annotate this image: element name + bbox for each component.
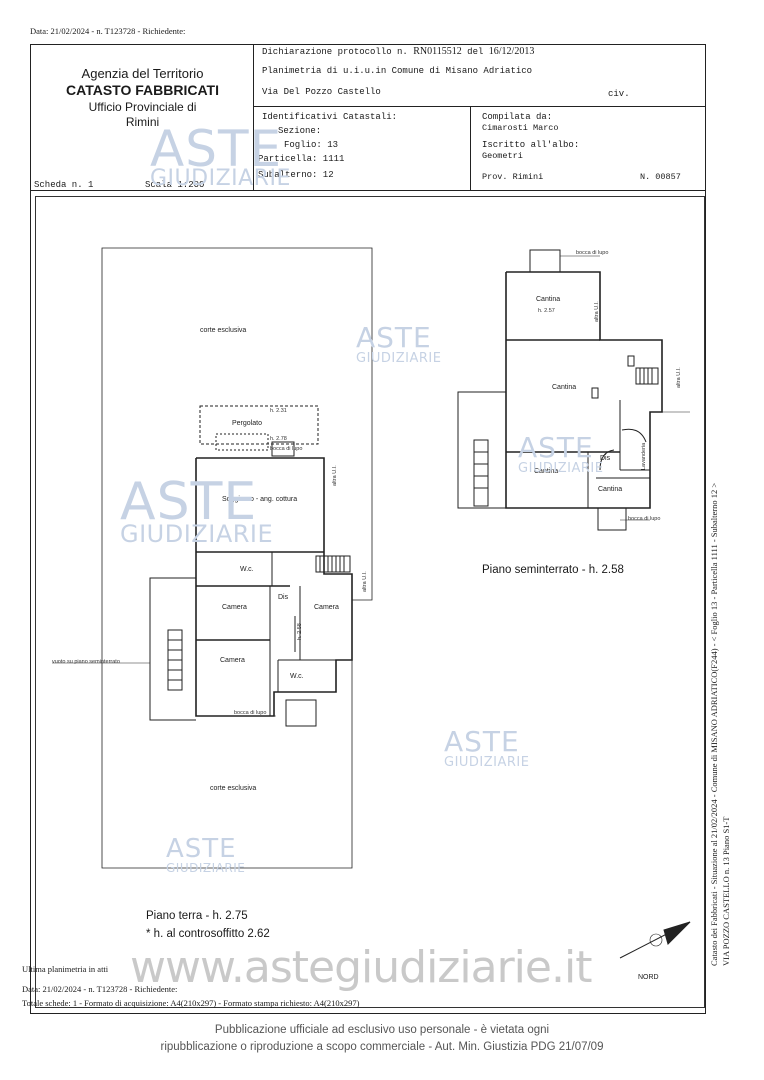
- bocca-lupo-bottom: bocca di lupo: [234, 710, 267, 716]
- vuoto-label: vuoto su piano seminterrato: [52, 659, 120, 665]
- particella-value: Particella: 1111: [258, 154, 345, 164]
- subalterno-value: Subalterno: 12: [258, 170, 334, 180]
- basement-altra-ui-1: altra U.I.: [594, 301, 600, 322]
- header-row-divider: [253, 106, 706, 107]
- ground-floor-note: * h. al controsoffitto 2.62: [146, 928, 270, 940]
- nord-label: NORD: [638, 974, 659, 981]
- footer-totale: Totale schede: 1 - Formato di acquisizio…: [22, 998, 360, 1008]
- drawing-frame: [35, 196, 705, 1008]
- footer-data-line: Data: 21/02/2024 - n. T123728 - Richiede…: [22, 984, 178, 994]
- altra-ui-1: altra U.I.: [332, 465, 338, 486]
- iscritto-label: Iscritto all'albo:: [482, 140, 580, 150]
- request-meta: Data: 21/02/2024 - n. T123728 - Richiede…: [30, 26, 186, 36]
- agency-block: Agenzia del Territorio CATASTO FABBRICAT…: [40, 66, 245, 130]
- publication-line-1: Pubblicazione ufficiale ad esclusivo uso…: [214, 1024, 550, 1036]
- watermark-logo-mid: ASTE GIUDIZIARIE: [356, 321, 442, 366]
- lavanderia-label: Lavanderia: [641, 442, 647, 470]
- publication-notice: Pubblicazione ufficiale ad esclusivo uso…: [0, 1022, 764, 1056]
- dis-label: Dis: [278, 594, 289, 601]
- agency-name: Agenzia del Territorio: [81, 66, 204, 81]
- sezione-label: Sezione:: [278, 126, 322, 136]
- cantina-right-label: Cantina: [598, 486, 623, 493]
- cantina-main-label: Cantina: [552, 384, 577, 391]
- watermark-logo-lower: ASTE GIUDIZIARIE: [444, 725, 530, 770]
- basement-title: Piano seminterrato - h. 2.58: [482, 564, 624, 576]
- soggiorno-label: Soggiorno - ang. cottura: [222, 496, 298, 503]
- pergolato-height: h. 2.31: [270, 408, 287, 414]
- ground-floor-title: Piano terra - h. 2.75: [146, 910, 248, 922]
- cantina-left-label: Cantina: [534, 468, 559, 475]
- cantina-top-height: h. 2.57: [538, 308, 555, 314]
- watermark-logo-ground: ASTE GIUDIZIARIE: [120, 472, 274, 548]
- wc-2-label: W.c.: [290, 673, 304, 680]
- registration-number: N. 00857: [640, 172, 681, 182]
- compilata-label: Compilata da:: [482, 112, 553, 122]
- agency-city: Rimini: [125, 114, 160, 129]
- sheet-frame: [30, 44, 706, 1014]
- vertical-cadastral-info: Catasto dei Fabbricati - Situazione al 2…: [708, 376, 732, 966]
- watermark-logo-basement: ASTE GIUDIZIARIE: [518, 431, 604, 476]
- corte-top-label: corte esclusiva: [200, 327, 247, 334]
- scale: Scala 1:200: [145, 180, 205, 190]
- camera-2-label: Camera: [314, 604, 339, 611]
- agency-catasto: CATASTO FABBRICATI: [66, 82, 219, 99]
- pergolato-lower-height: h. 2.78: [270, 436, 287, 442]
- header-vertical-divider: [253, 44, 254, 190]
- agency-office: Ufficio Provinciale di: [88, 99, 197, 114]
- watermark-logo-header: ASTE GIUDIZIARIE: [150, 120, 291, 191]
- watermark-site-url: www.astegiudiziarie.it: [130, 942, 592, 993]
- vertical-line-2: VIA POZZO CASTELLO n. 13 Piano S1-T: [721, 816, 731, 966]
- north-arrow: [619, 921, 691, 959]
- civic-number: civ.: [608, 89, 630, 99]
- basement-bocca-bottom: bocca di lupo: [628, 516, 661, 522]
- scheda-number: Scheda n. 1: [34, 180, 94, 190]
- height-258: h. 2.58: [297, 623, 303, 640]
- dis-basement-label: Dis: [600, 455, 611, 462]
- identificativi-label: Identificativi Catastali:: [262, 112, 398, 122]
- address: Via Del Pozzo Castello: [262, 87, 381, 97]
- corte-bottom-label: corte esclusiva: [210, 785, 257, 792]
- plan-municipality: Planimetria di u.i.u.in Comune di Misano…: [262, 66, 533, 76]
- header-col-divider: [470, 106, 471, 190]
- publication-line-2: ripubblicazione o riproduzione a scopo c…: [160, 1041, 604, 1053]
- wc-1-label: W.c.: [240, 566, 254, 573]
- watermark-logo-bottom: ASTE GIUDIZIARIE: [166, 834, 246, 875]
- protocol-line: Dichiarazione protocollo n. RN0115512 de…: [262, 46, 535, 57]
- foglio-value: Foglio: 13: [284, 140, 339, 150]
- vertical-line-1: Catasto dei Fabbricati - Situazione al 2…: [709, 482, 719, 966]
- compilatore-name: Cimarosti Marco: [482, 123, 559, 133]
- basement-bocca-top: bocca di lupo: [576, 250, 609, 256]
- albo-value: Geometri: [482, 151, 523, 161]
- pergolato-label: Pergolato: [232, 420, 262, 427]
- last-plan-note: Ultima planimetria in atti: [22, 964, 109, 974]
- bocca-lupo-top: bocca di lupo: [270, 446, 303, 452]
- camera-1-label: Camera: [222, 604, 247, 611]
- camera-3-label: Camera: [220, 657, 245, 664]
- header-divider: [30, 190, 706, 191]
- cantina-top-label: Cantina: [536, 296, 561, 303]
- altra-ui-2: altra U.I.: [362, 571, 368, 592]
- basement-altra-ui-2: altra U.I.: [676, 367, 682, 388]
- province: Prov. Rimini: [482, 172, 544, 182]
